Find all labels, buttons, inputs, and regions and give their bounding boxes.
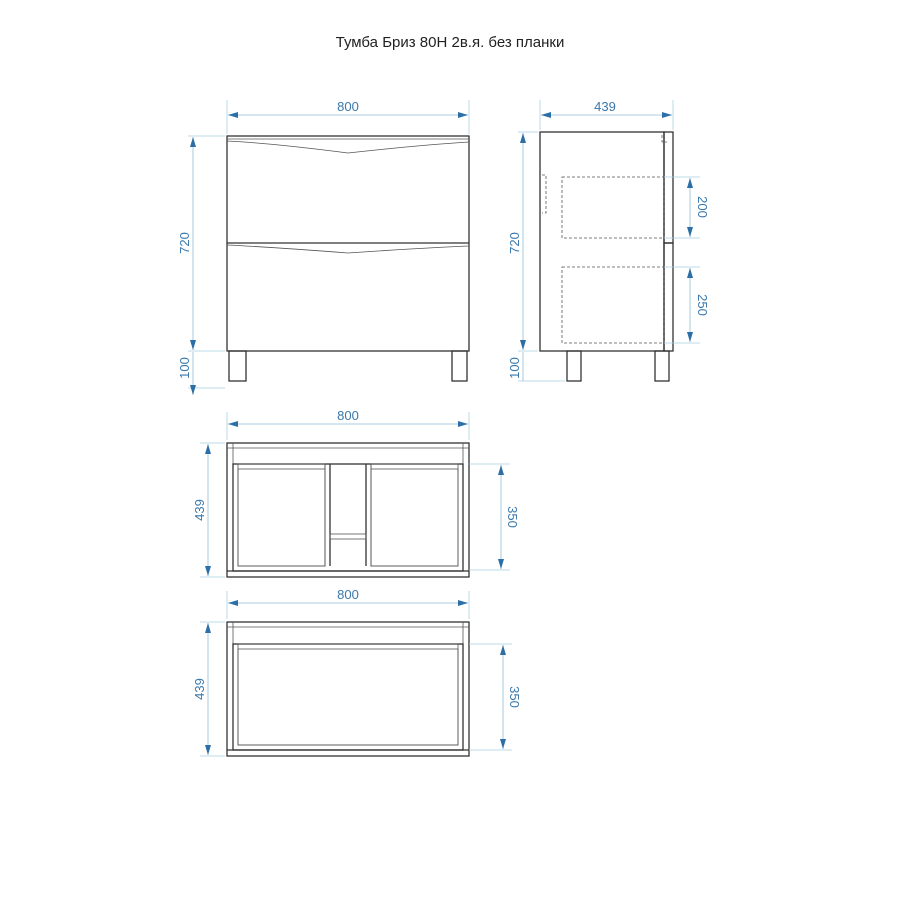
dim-drawer-bottom: 250 (695, 294, 710, 316)
dim-width: 800 (337, 587, 359, 602)
dim-depth: 439 (192, 678, 207, 700)
dim-inner: 350 (507, 686, 522, 708)
dim-inner: 350 (505, 506, 520, 528)
dim-width: 800 (337, 408, 359, 423)
leg (566, 350, 582, 382)
dim-legs: 100 (507, 357, 522, 379)
leg (654, 350, 670, 382)
side-view: 439 720 100 200 250 (507, 99, 710, 382)
dim-depth: 439 (594, 99, 616, 114)
dim-depth: 439 (192, 499, 207, 521)
dim-legs: 100 (177, 357, 192, 379)
dim-height: 720 (507, 232, 522, 254)
top-view-lower-drawer: 800 439 350 (192, 587, 522, 757)
front-view: 800 720 100 (177, 99, 470, 395)
leg (451, 350, 468, 382)
top-view-upper-drawer: 800 439 350 (192, 408, 520, 578)
dim-height: 720 (177, 232, 192, 254)
drawing-title: Тумба Бриз 80Н 2в.я. без планки (335, 34, 565, 51)
dim-width: 800 (337, 99, 359, 114)
leg (228, 350, 247, 382)
dim-drawer-top: 200 (695, 196, 710, 218)
